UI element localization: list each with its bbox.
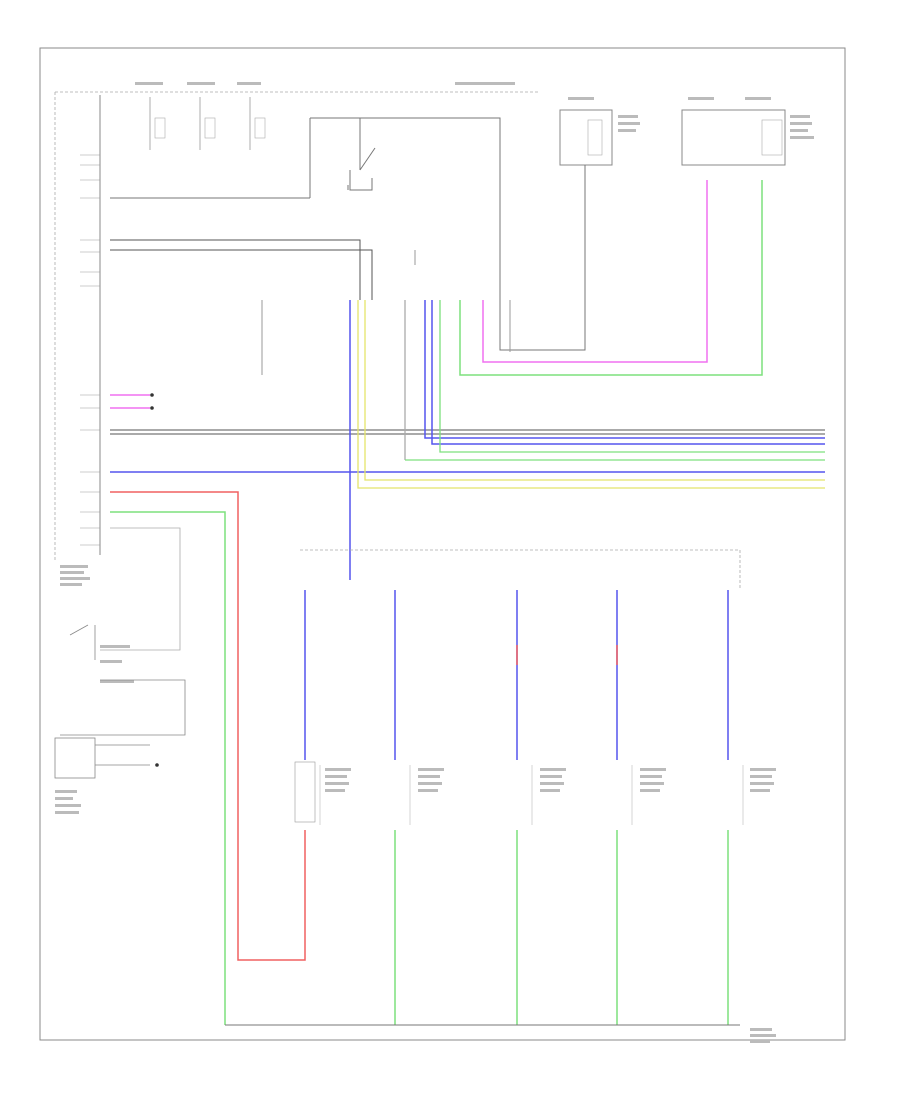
wire-gray-lower-left — [100, 527, 181, 651]
lower-sensor-b — [394, 590, 444, 1025]
wire-red — [110, 491, 306, 961]
upper-right-sensor-1 — [559, 97, 640, 200]
wire-black-bus — [110, 239, 825, 435]
lower-sensor-e — [727, 590, 776, 1025]
diagram-frame — [39, 47, 846, 1041]
upper-center-relay — [110, 117, 586, 351]
left-lower-cluster — [54, 737, 159, 814]
wire-pink-stubs — [110, 393, 154, 410]
upper-left-fuses — [135, 82, 515, 150]
wire-pink — [482, 180, 708, 363]
left-module — [54, 91, 540, 586]
left-module-label-marks — [60, 565, 90, 586]
left-lower-switch — [60, 624, 186, 736]
wire-gray-upper — [261, 250, 511, 375]
wire-green-top-right — [459, 180, 763, 376]
wire-blue-group — [110, 300, 825, 580]
wire-green-left — [110, 511, 226, 1025]
left-module-pins — [80, 154, 100, 546]
lower-sensor-a — [294, 590, 351, 825]
lower-sensor-c — [516, 590, 566, 1025]
wire-green-yellow-group — [357, 300, 825, 489]
upper-right-sensor-2 — [681, 97, 814, 166]
ground-point — [750, 1028, 776, 1043]
lower-sensor-d — [616, 590, 666, 1025]
